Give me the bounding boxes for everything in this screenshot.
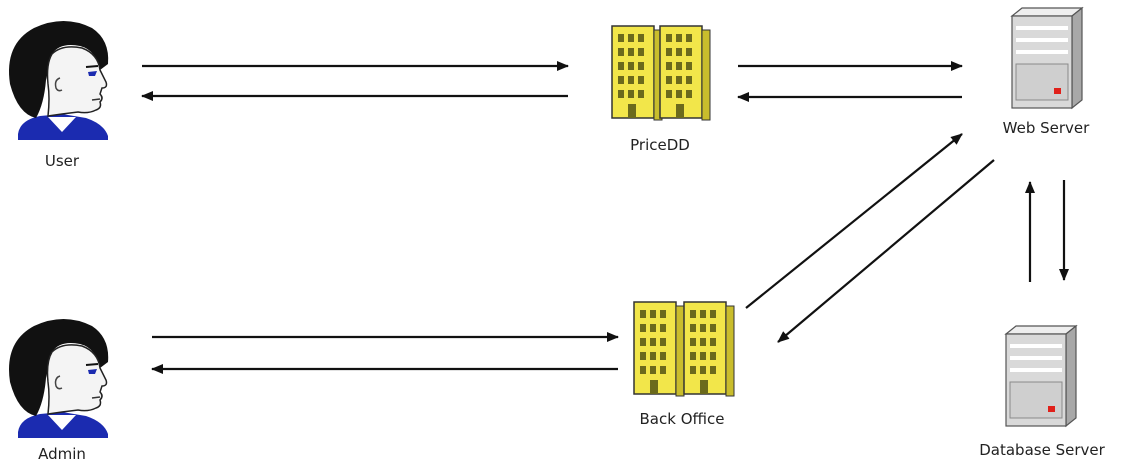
person-icon — [8, 318, 110, 439]
back-office-node: Back Office — [633, 301, 735, 428]
building-icon — [633, 301, 735, 397]
admin-node: Admin — [8, 318, 110, 462]
person-icon — [8, 20, 110, 141]
web-server-label: Web Server — [1003, 119, 1090, 137]
server-icon — [1011, 7, 1083, 109]
database-server-label: Database Server — [979, 441, 1105, 459]
pricedd-node: PriceDD — [611, 25, 711, 154]
pricedd-label: PriceDD — [630, 136, 690, 154]
web-server-node: Web Server — [1003, 7, 1090, 137]
user-node: User — [8, 20, 110, 170]
arrow-back-office-to-web-server — [745, 133, 963, 309]
server-icon — [1005, 325, 1077, 427]
building-icon — [611, 25, 711, 121]
database-server-node: Database Server — [979, 325, 1106, 459]
user-label: User — [45, 152, 80, 170]
admin-label: Admin — [38, 445, 86, 462]
arrow-web-server-to-back-office — [777, 159, 995, 343]
back-office-label: Back Office — [640, 410, 725, 428]
